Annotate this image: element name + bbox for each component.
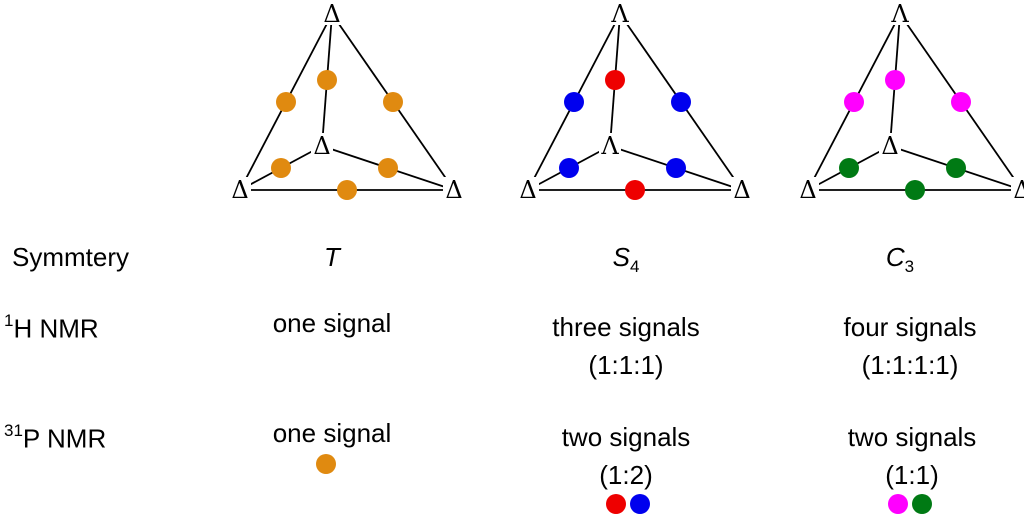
- p-nmr-value-t: one signal: [272, 418, 392, 448]
- vertex-label-backdrop: [731, 177, 753, 201]
- p-nmr-row-label: 31P NMR: [4, 421, 107, 454]
- p-signal-dot: [888, 494, 908, 514]
- vertex-left-label: Δ: [799, 176, 816, 204]
- vertex-inner-label: Δ: [881, 132, 898, 160]
- p-nmr-value-c3: two signals (1:1): [847, 422, 977, 490]
- edge-dot: [605, 70, 625, 90]
- vertex-inner-label: Δ: [313, 132, 330, 160]
- tetrahedron: Λ Δ Δ Δ: [797, 0, 1024, 204]
- edge-dot: [276, 92, 296, 112]
- p-nmr-value-s4: two signals (1:2): [561, 422, 691, 490]
- symmetry-value-s4: S4: [612, 242, 640, 277]
- edge-dot: [271, 158, 291, 178]
- edge-dot: [559, 158, 579, 178]
- edge-dot: [666, 158, 686, 178]
- vertex-label-backdrop: [609, 1, 631, 25]
- vertex-right-label: Δ: [1013, 176, 1024, 204]
- vertex-label-backdrop: [229, 177, 251, 201]
- p-signal-dot: [912, 494, 932, 514]
- vertex-label-backdrop: [321, 1, 343, 25]
- edge-dot: [317, 70, 337, 90]
- vertex-label-backdrop: [889, 1, 911, 25]
- tetrahedron: Λ Λ Δ Δ: [517, 0, 753, 204]
- vertex-label-backdrop: [599, 133, 621, 157]
- edge-dot: [625, 180, 645, 200]
- vertex-label-backdrop: [797, 177, 819, 201]
- h-nmr-row-label: 1H NMR: [4, 311, 99, 344]
- edge-dot: [839, 158, 859, 178]
- h-nmr-value-c3: four signals (1:1:1:1): [843, 312, 977, 380]
- vertex-apex-label: Λ: [890, 0, 909, 28]
- h-nmr-value-s4: three signals (1:1:1): [552, 312, 700, 380]
- edge-dot: [951, 92, 971, 112]
- edge-dot: [671, 92, 691, 112]
- vertex-apex-label: Λ: [610, 0, 629, 28]
- symmetry-row-label: Symmtery: [12, 242, 129, 272]
- vertex-apex-label: Δ: [323, 0, 340, 28]
- edge-dot: [885, 70, 905, 90]
- vertex-right-label: Δ: [733, 176, 750, 204]
- vertex-label-backdrop: [517, 177, 539, 201]
- symmetry-value-c3: C3: [885, 242, 915, 277]
- vertex-label-backdrop: [311, 133, 333, 157]
- vertex-left-label: Δ: [231, 176, 248, 204]
- p-signal-dot: [316, 454, 336, 474]
- edge-dot: [337, 180, 357, 200]
- edge-dot: [378, 158, 398, 178]
- tetrahedron: Δ Δ Δ Δ: [229, 0, 465, 204]
- vertex-right-label: Δ: [445, 176, 462, 204]
- h-nmr-value-t: one signal: [272, 308, 392, 338]
- p-signal-dot: [606, 494, 626, 514]
- edge-dot: [383, 92, 403, 112]
- edge-dot: [844, 92, 864, 112]
- vertex-label-backdrop: [443, 177, 465, 201]
- vertex-label-backdrop: [879, 133, 901, 157]
- vertex-left-label: Δ: [519, 176, 536, 204]
- vertex-inner-label: Λ: [600, 132, 619, 160]
- vertex-label-backdrop: [1011, 177, 1024, 201]
- edge-dot: [946, 158, 966, 178]
- symmetry-value-t: T: [324, 242, 340, 272]
- p-signal-dot: [630, 494, 650, 514]
- edge-dot: [564, 92, 584, 112]
- edge-dot: [905, 180, 925, 200]
